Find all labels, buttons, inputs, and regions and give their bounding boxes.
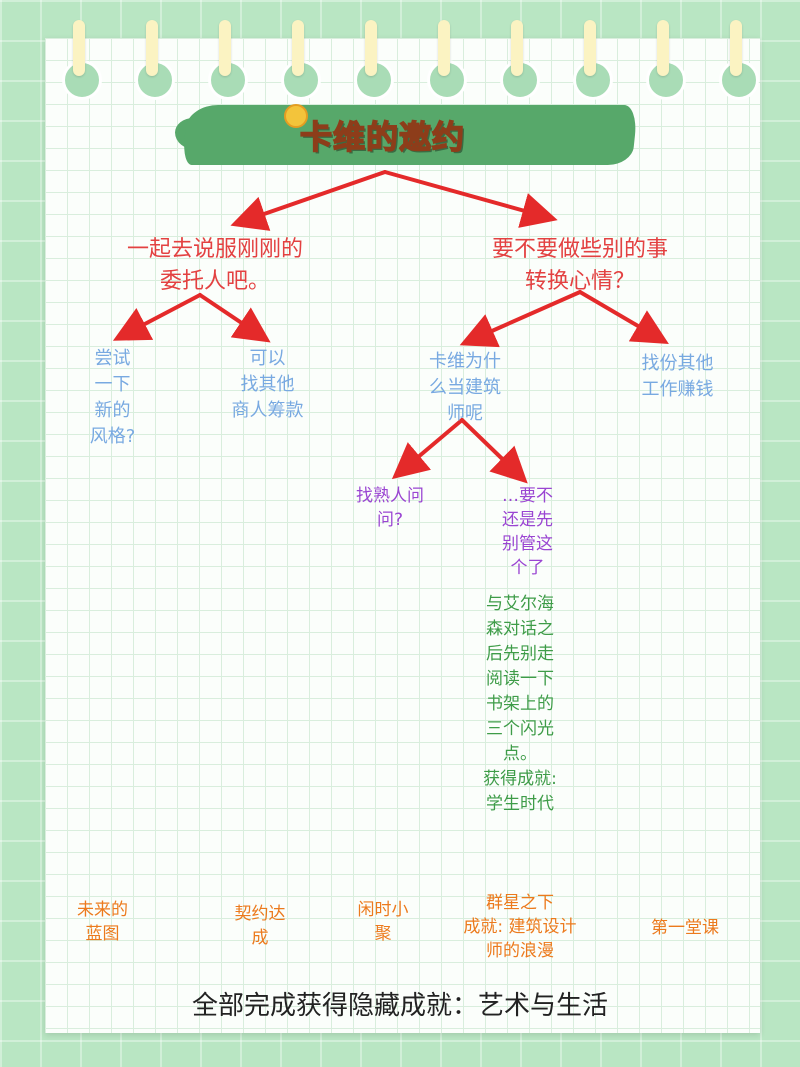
ring-post (584, 20, 596, 76)
arrow-architect-to-ask (391, 418, 464, 480)
achievement-item: 闲时小 聚 (357, 900, 409, 944)
choice-ask-acquaintance: 找熟人问 问? (356, 486, 424, 530)
branch-right-label: 要不要做些别的事 转换心情？ (491, 237, 668, 294)
achievement-item: 群星之下 成就: 建筑设计 师的浪漫 (463, 893, 577, 961)
ring-post (730, 20, 742, 76)
arrow-title-to-right (383, 170, 558, 228)
ring-post (292, 20, 304, 76)
arrow-title-to-left (230, 170, 387, 231)
ring-post (146, 20, 158, 76)
branch-left-label: 一起去说服刚刚的 委托人吧。 (126, 237, 303, 294)
ring-post (657, 20, 669, 76)
achievement-item: 契约达 成 (234, 904, 286, 948)
achievement-item: 第一堂课 (651, 918, 719, 938)
arrow-right-to-job (578, 290, 669, 345)
ring-post (365, 20, 377, 76)
arrow-left-to-style (112, 293, 202, 341)
arrow-right-to-architect (459, 290, 582, 348)
choice-leave-it: …要不 还是先 别管这 个了 (502, 486, 553, 578)
choice-why-architect: 卡维为什 么当建筑 师呢 (429, 351, 501, 424)
ring-post (511, 20, 523, 76)
ring-post (73, 20, 85, 76)
ring-post (438, 20, 450, 76)
choice-new-style: 尝试 一下 新的 风格? (89, 348, 136, 447)
page-title: 卡维的邀约 (299, 117, 466, 157)
notebook-paper (45, 38, 760, 1033)
achievement-hint: 与艾尔海 森对话之 后先别走 阅读一下 书架上的 三个闪光 点。 获得成就: 学… (483, 594, 557, 814)
achievement-item: 未来的 蓝图 (77, 900, 128, 944)
title-dot-icon (284, 104, 308, 128)
arrow-left-to-merchant (198, 293, 271, 343)
arrow-architect-to-skip (460, 418, 528, 484)
choice-other-job: 找份其他 工作赚钱 (641, 353, 714, 400)
ring-post (219, 20, 231, 76)
choice-find-merchant: 可以 找其他 商人筹款 (231, 348, 304, 421)
hidden-achievement-footer: 全部完成获得隐藏成就：艺术与生活 (191, 991, 608, 1021)
